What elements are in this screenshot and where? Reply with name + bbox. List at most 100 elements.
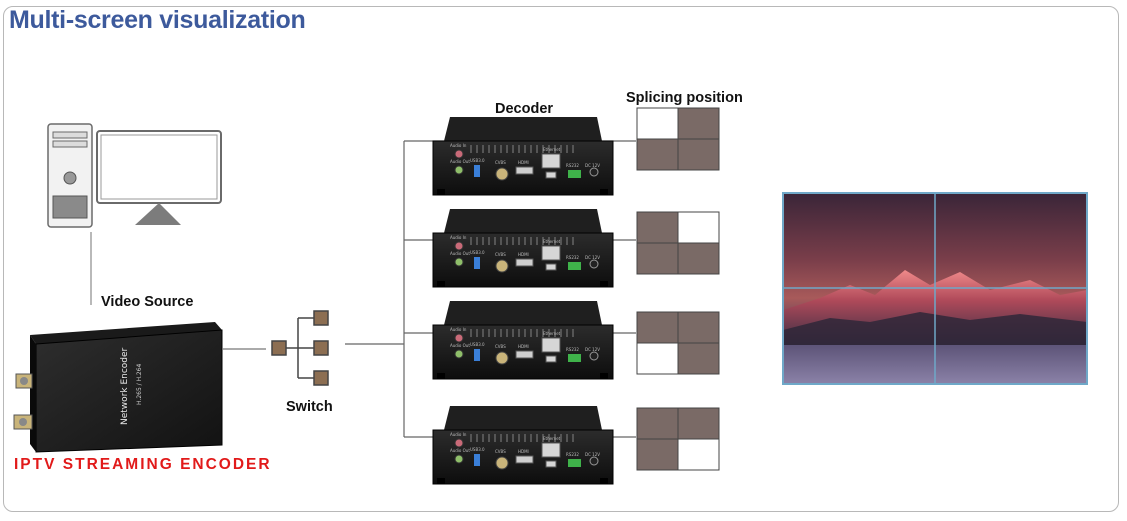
grid-cell-highlight bbox=[636, 342, 679, 375]
decoder-port-label: USB3.0 bbox=[470, 158, 485, 163]
cvbs-port-icon bbox=[495, 167, 509, 181]
audio-in-jack-icon bbox=[454, 333, 464, 343]
decoder-port-label: Ethernet bbox=[543, 436, 561, 441]
audio-out-jack-icon bbox=[454, 257, 464, 267]
decoder-port-label: CVBS bbox=[495, 449, 506, 454]
decoder-port-label: Audio In bbox=[450, 432, 467, 437]
bnc-connector-icon bbox=[13, 373, 33, 430]
dc-jack-icon bbox=[589, 259, 599, 269]
switch-label: Switch bbox=[286, 399, 333, 415]
decoder-port-label: CVBS bbox=[495, 344, 506, 349]
grid-cell bbox=[677, 242, 720, 275]
splicing-position-grid bbox=[636, 311, 720, 375]
computer-icon bbox=[47, 123, 222, 305]
audio-out-jack-icon bbox=[454, 454, 464, 464]
grid-cell bbox=[677, 342, 720, 375]
decoder-port-label: RS232 bbox=[566, 255, 579, 260]
rs232-terminal-icon bbox=[568, 354, 581, 362]
audio-in-jack-icon bbox=[454, 438, 464, 448]
decoder-port-label: Audio Out bbox=[450, 343, 470, 348]
usb-port-icon bbox=[545, 263, 557, 271]
hdmi-port-icon bbox=[515, 258, 534, 267]
usb-port-icon bbox=[474, 349, 480, 361]
decoder-port-label: DC 12V bbox=[585, 452, 600, 457]
dc-jack-icon bbox=[589, 351, 599, 361]
encoder-codec-label: H.265 / H.264 bbox=[136, 363, 143, 405]
grid-cell bbox=[636, 211, 679, 244]
decoder-port-label: CVBS bbox=[495, 252, 506, 257]
grid-cell bbox=[677, 407, 720, 440]
ethernet-port-icon bbox=[541, 442, 561, 458]
decoder-port-label: USB3.0 bbox=[470, 250, 485, 255]
decoder-port-label: Audio In bbox=[450, 235, 467, 240]
splicing-position-grid bbox=[636, 211, 720, 275]
hdmi-port-icon bbox=[515, 455, 534, 464]
encoder-caption: IPTV STREAMING ENCODER bbox=[14, 456, 272, 473]
hdmi-port-icon bbox=[515, 350, 534, 359]
splicing-position-grid bbox=[636, 407, 720, 471]
decoder-label: Decoder bbox=[495, 101, 554, 117]
audio-in-jack-icon bbox=[454, 241, 464, 251]
decoder-port-label: Audio Out bbox=[450, 159, 470, 164]
decoder-port-label: RS232 bbox=[566, 163, 579, 168]
audio-out-jack-icon bbox=[454, 165, 464, 175]
grid-cell bbox=[636, 311, 679, 344]
decoder-port-label: RS232 bbox=[566, 347, 579, 352]
rs232-terminal-icon bbox=[568, 170, 581, 178]
decoder-port-label: Ethernet bbox=[543, 147, 561, 152]
encoder-name-label: Network Encoder bbox=[120, 347, 130, 425]
decoder-port-label: CVBS bbox=[495, 160, 506, 165]
decoder-port-label: HDMI bbox=[518, 160, 529, 165]
splicing-position-label: Splicing position bbox=[626, 90, 743, 106]
decoder-port-label: Ethernet bbox=[543, 239, 561, 244]
grid-cell-highlight bbox=[636, 107, 679, 140]
usb-port-icon bbox=[545, 460, 557, 468]
rs232-terminal-icon bbox=[568, 262, 581, 270]
decoder-port-label: USB3.0 bbox=[470, 447, 485, 452]
switch-decoder-links bbox=[345, 140, 636, 438]
decoder-port-label: DC 12V bbox=[585, 255, 600, 260]
switch-icon bbox=[271, 310, 329, 386]
decoder-port-label: Audio Out bbox=[450, 251, 470, 256]
decoder-port-label: USB3.0 bbox=[470, 342, 485, 347]
audio-in-jack-icon bbox=[454, 149, 464, 159]
video-wall-display bbox=[782, 192, 1088, 385]
grid-cell bbox=[636, 407, 679, 440]
grid-cell bbox=[677, 107, 720, 140]
decoder-port-label: Ethernet bbox=[543, 331, 561, 336]
grid-cell bbox=[677, 311, 720, 344]
page-title: Multi-screen visualization bbox=[9, 6, 306, 34]
grid-cell bbox=[636, 242, 679, 275]
usb-port-icon bbox=[474, 257, 480, 269]
decoder-port-label: HDMI bbox=[518, 252, 529, 257]
rs232-terminal-icon bbox=[568, 459, 581, 467]
grid-cell bbox=[636, 438, 679, 471]
hdmi-port-icon bbox=[515, 166, 534, 175]
cvbs-port-icon bbox=[495, 456, 509, 470]
usb-port-icon bbox=[545, 171, 557, 179]
audio-out-jack-icon bbox=[454, 349, 464, 359]
usb-port-icon bbox=[545, 355, 557, 363]
cvbs-port-icon bbox=[495, 259, 509, 273]
cvbs-port-icon bbox=[495, 351, 509, 365]
dc-jack-icon bbox=[589, 456, 599, 466]
network-encoder-device: Network Encoder H.265 / H.264 bbox=[13, 322, 223, 453]
ethernet-port-icon bbox=[541, 153, 561, 169]
decoder-port-label: DC 12V bbox=[585, 347, 600, 352]
usb-port-icon bbox=[474, 454, 480, 466]
decoder-port-label: RS232 bbox=[566, 452, 579, 457]
decoder-port-label: HDMI bbox=[518, 344, 529, 349]
decoder-port-label: Audio In bbox=[450, 143, 467, 148]
video-source-label: Video Source bbox=[101, 294, 194, 310]
usb-port-icon bbox=[474, 165, 480, 177]
grid-cell bbox=[677, 138, 720, 171]
grid-cell bbox=[636, 138, 679, 171]
ethernet-port-icon bbox=[541, 337, 561, 353]
decoder-port-label: Audio Out bbox=[450, 448, 470, 453]
decoder-port-label: HDMI bbox=[518, 449, 529, 454]
